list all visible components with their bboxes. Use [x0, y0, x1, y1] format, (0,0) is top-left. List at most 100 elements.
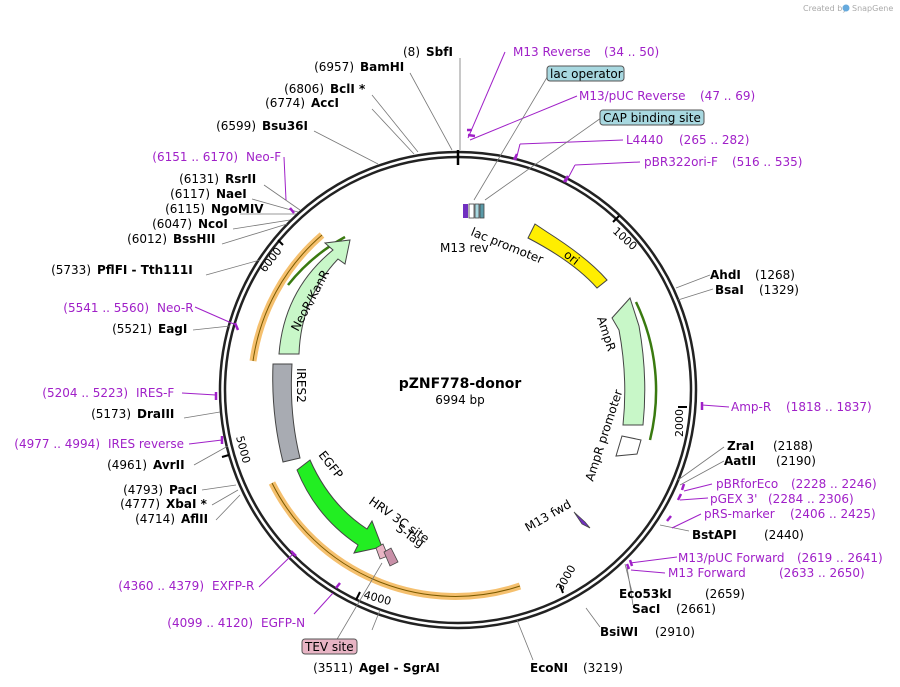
lac-promoter-marker[interactable]: [468, 203, 475, 219]
enzyme-name[interactable]: PflFI - Tth111I: [97, 263, 193, 277]
primer-name[interactable]: M13 Reverse: [513, 45, 591, 59]
snapgene-logo-icon: [842, 4, 850, 12]
primer-name[interactable]: M13/pUC Reverse: [579, 89, 686, 103]
enzyme-name[interactable]: SbfI: [426, 45, 453, 59]
stag-marker[interactable]: [383, 547, 399, 567]
enzyme-name[interactable]: RsrII: [225, 172, 256, 186]
orf-band-neo-line: [252, 234, 323, 362]
enzyme-pos: (5173): [91, 407, 131, 421]
cap-binding-site-box[interactable]: [599, 109, 705, 126]
enzyme-pos: (2661): [676, 602, 716, 616]
enzyme-pos: (8): [403, 45, 420, 59]
enzyme-pos: (4714): [135, 512, 175, 526]
primer-name[interactable]: pRS-marker: [704, 507, 775, 521]
enzyme-pos: (4777): [120, 497, 160, 511]
enzyme-pos: (2190): [776, 454, 816, 468]
primer-name[interactable]: Neo-R: [157, 301, 194, 315]
enzyme-pos: (2659): [705, 587, 745, 601]
enzyme-name[interactable]: PacI: [169, 483, 197, 497]
primer-name[interactable]: EXFP-R: [212, 579, 254, 593]
enzyme-pos: (3511): [313, 661, 353, 675]
plasmid-name: pZNF778-donor: [399, 376, 522, 392]
primer-range: (2633 .. 2650): [779, 566, 865, 580]
tick-6000: 6000: [257, 245, 284, 275]
enzyme-name[interactable]: NcoI: [198, 217, 228, 231]
ampr-promoter-feature[interactable]: [615, 435, 642, 457]
primer-range: (6151 .. 6170): [152, 150, 238, 164]
primer-name[interactable]: M13/pUC Forward: [678, 551, 785, 565]
enzyme-name[interactable]: ZraI: [727, 439, 754, 453]
primer-labels-right: M13 Reverse (34 .. 50) M13/pUC Reverse (…: [513, 45, 883, 580]
m13-rev-label: M13 rev: [440, 241, 489, 255]
enzyme-pos: (1268): [755, 268, 795, 282]
enzyme-leaders: [183, 58, 725, 661]
enzyme-name[interactable]: AhdI: [710, 268, 741, 282]
primer-range: (2406 .. 2425): [790, 507, 876, 521]
ires2-label: IRES2: [294, 368, 308, 403]
ires2-feature[interactable]: [272, 363, 301, 463]
plasmid-size: 6994 bp: [435, 393, 485, 407]
lac-operator-box[interactable]: [546, 65, 625, 82]
enzyme-name[interactable]: EagI: [158, 322, 187, 336]
enzyme-name[interactable]: AccI: [311, 96, 339, 110]
enzyme-name[interactable]: AvrII: [153, 458, 185, 472]
enzyme-name[interactable]: BsaI: [715, 283, 744, 297]
enzyme-pos: (6012): [127, 232, 167, 246]
primer-name[interactable]: L4440: [626, 133, 663, 147]
enzyme-name[interactable]: BclI *: [330, 82, 366, 96]
orf-band-egfp: [268, 481, 522, 600]
primer-range: (265 .. 282): [679, 133, 749, 147]
primer-name[interactable]: Amp-R: [731, 400, 771, 414]
primer-name[interactable]: pBRforEco: [716, 477, 778, 491]
enzyme-name[interactable]: Bsu36I: [262, 119, 308, 133]
primer-name[interactable]: IRES-F: [136, 386, 174, 400]
m13rev-marker[interactable]: [463, 204, 468, 218]
m13-fwd-label: M13 fwd: [523, 497, 574, 535]
tev-site-label: TEV site: [304, 640, 354, 654]
enzyme-name[interactable]: EcoNI: [530, 661, 568, 675]
ampr-feature[interactable]: [611, 297, 646, 426]
primer-range: (516 .. 535): [732, 155, 802, 169]
primer-name[interactable]: M13 Forward: [668, 566, 746, 580]
enzyme-pos: (6047): [152, 217, 192, 231]
primer-name[interactable]: pBR322ori-F: [644, 155, 718, 169]
enzyme-name[interactable]: AflII: [181, 512, 208, 526]
primer-name[interactable]: Neo-F: [246, 150, 281, 164]
primer-range: (2228 .. 2246): [791, 477, 877, 491]
enzyme-pos: (4793): [123, 483, 163, 497]
neor-kanr-feature[interactable]: [278, 239, 351, 355]
enzyme-name[interactable]: AatII: [724, 454, 756, 468]
egfp-label: EGFP: [316, 448, 346, 481]
cap-site-marker[interactable]: [479, 203, 485, 219]
enzyme-pos: (6774): [265, 96, 305, 110]
enzyme-name[interactable]: SacI: [632, 602, 660, 616]
primer-name[interactable]: EGFP-N: [261, 616, 305, 630]
enzyme-name[interactable]: NaeI: [216, 187, 247, 201]
primer-range: (34 .. 50): [604, 45, 659, 59]
enzyme-pos: (6806): [284, 82, 324, 96]
tev-site-box[interactable]: [301, 638, 358, 655]
primer-ticks: [214, 128, 704, 589]
egfp-feature[interactable]: [296, 459, 383, 554]
primer-name[interactable]: pGEX 3': [710, 492, 757, 506]
lac-operator-marker[interactable]: [474, 203, 480, 219]
enzyme-name[interactable]: NgoMIV: [211, 202, 264, 216]
m13fwd-marker[interactable]: [573, 511, 591, 529]
orf-band-egfp-line: [271, 482, 521, 597]
enzyme-name[interactable]: BsiWI: [600, 625, 638, 639]
enzyme-name[interactable]: XbaI *: [166, 497, 208, 511]
lac-operator-label: lac operator: [550, 67, 623, 81]
primer-name[interactable]: IRES reverse: [108, 437, 184, 451]
enzyme-name[interactable]: Eco53kI: [619, 587, 672, 601]
enzyme-name[interactable]: BssHII: [173, 232, 215, 246]
enzyme-name[interactable]: BamHI: [360, 60, 404, 74]
enzyme-name[interactable]: DraIII: [137, 407, 174, 421]
primer-range: (2619 .. 2641): [797, 551, 883, 565]
credit-brand: SnapGene: [852, 4, 893, 13]
primer-range: (4360 .. 4379): [118, 579, 204, 593]
enzyme-name[interactable]: BstAPI: [692, 528, 737, 542]
tick-1000: 1000: [610, 225, 640, 253]
ori-feature[interactable]: [527, 223, 608, 289]
enzyme-name[interactable]: AgeI - SgrAI: [359, 661, 440, 675]
